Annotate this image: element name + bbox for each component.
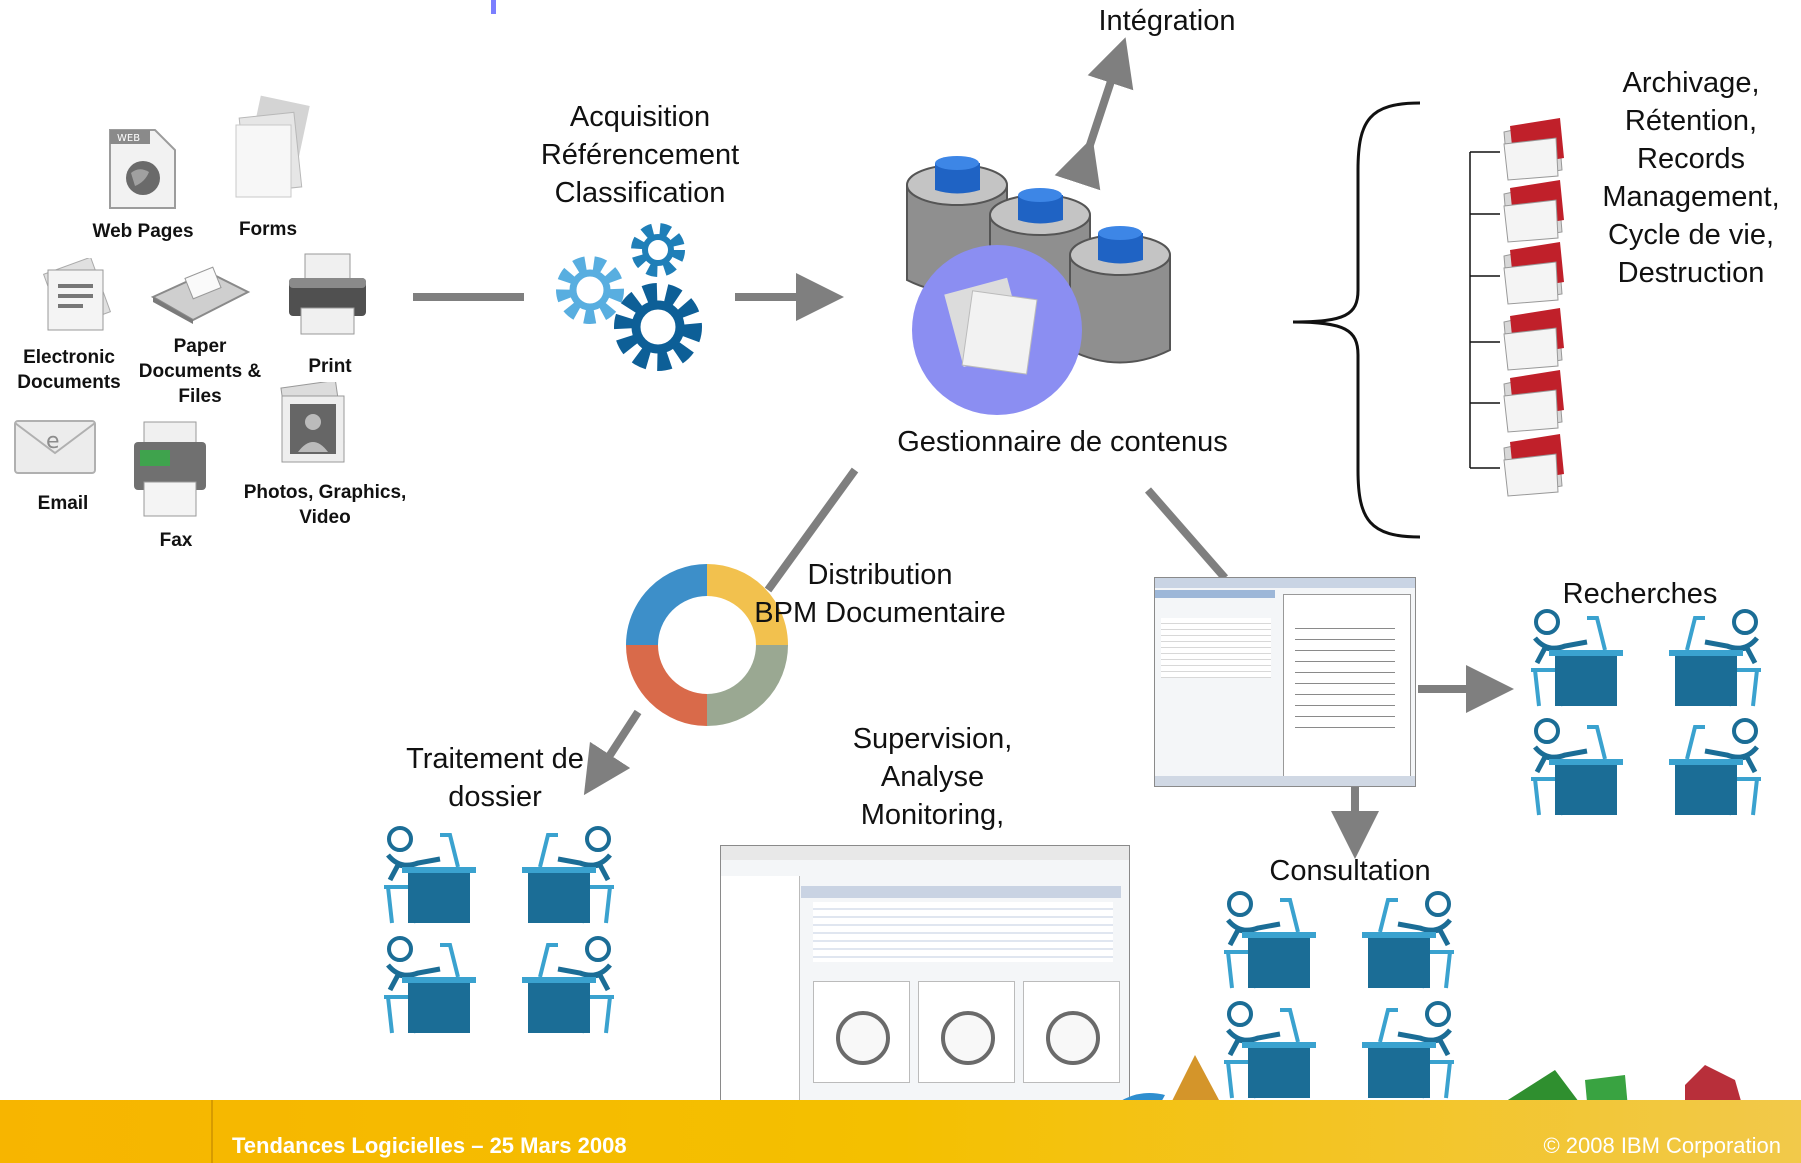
user-workstation-icon: [1669, 718, 1761, 816]
footer-separator: [211, 1100, 213, 1163]
user-workstation-icon: [1362, 1001, 1454, 1099]
archiving-line-4: Management,: [1602, 181, 1780, 213]
footer-event: Tendances Logicielles – 25 Mars 2008: [232, 1133, 627, 1158]
user-workstation-icon: [1669, 609, 1761, 707]
distribution-connector: [764, 467, 859, 593]
case-processing-line-2: dossier: [448, 781, 542, 813]
user-workstation-icon: [1362, 891, 1454, 989]
user-workstation-icon: [1531, 718, 1623, 816]
web-page-icon: WEB: [109, 129, 176, 209]
archiving-line-5: Cycle de vie,: [1607, 219, 1774, 251]
paper-documents-label: Paper Documents & Files: [125, 334, 275, 409]
integration-arrow: [1054, 37, 1134, 191]
consultation-connector: [1144, 487, 1229, 581]
electronic-documents-label: Electronic Documents: [0, 345, 138, 395]
photos-line-2: Video: [299, 507, 351, 528]
email-icon: e: [14, 420, 96, 474]
user-workstation-icon: [1531, 609, 1623, 707]
forms-label: Forms: [238, 219, 298, 240]
folder-tree: [1469, 151, 1500, 469]
printer-icon: [289, 253, 366, 335]
acquisition-label: Acquisition Référencement Classification: [510, 98, 770, 212]
acquisition-line-1: Acquisition: [569, 101, 711, 133]
user-workstation-icon: [1224, 1001, 1316, 1099]
svg-text:e: e: [46, 429, 60, 454]
consultation-label: Consultation: [1269, 855, 1431, 887]
web-pages-label: Web Pages: [92, 221, 194, 242]
distribution-line-2: BPM Documentaire: [754, 597, 1006, 629]
case-processing-line-1: Traitement de: [406, 743, 584, 775]
electronic-documents-line-2: Documents: [17, 372, 121, 393]
supervision-line-3: Monitoring,: [860, 799, 1005, 831]
forms-icon: [235, 95, 310, 198]
photos-icon: [280, 382, 345, 463]
email-label: Email: [37, 493, 89, 514]
fax-icon: [134, 421, 206, 517]
fax-label: Fax: [159, 530, 193, 551]
document-viewer-screenshot: [1154, 577, 1416, 787]
archiving-brace: [1292, 101, 1421, 539]
distribution-line-1: Distribution: [807, 559, 953, 591]
case-processing-arrow: [583, 709, 642, 796]
photos-line-1: Photos, Graphics,: [243, 482, 407, 503]
user-workstation-icon: [1224, 891, 1316, 989]
photos-label: Photos, Graphics, Video: [225, 480, 425, 530]
supervision-line-1: Supervision,: [852, 723, 1013, 755]
cycle-arrows-icon: [626, 564, 788, 726]
user-workstation-icon: [384, 826, 476, 924]
content-manager-label: Gestionnaire de contenus: [897, 426, 1228, 458]
footer-copyright: © 2008 IBM Corporation: [1543, 1133, 1781, 1158]
archiving-line-2: Rétention,: [1624, 105, 1758, 137]
electronic-documents-icon: [42, 258, 112, 331]
paper-documents-line-1: Paper: [173, 336, 227, 357]
svg-text:WEB: WEB: [117, 133, 140, 144]
supervision-label: Supervision, Analyse Monitoring,: [800, 720, 1065, 834]
gears-icon: [556, 223, 702, 371]
distribution-label: Distribution BPM Documentaire: [720, 556, 1040, 632]
folders-icon: [1503, 118, 1565, 497]
print-label: Print: [308, 356, 352, 377]
paper-documents-line-3: Files: [178, 386, 222, 407]
searches-label: Recherches: [1562, 578, 1718, 610]
integration-label: Intégration: [1098, 5, 1236, 37]
supervision-line-2: Analyse: [880, 761, 985, 793]
database-cluster-icon: [906, 156, 1171, 415]
paper-documents-line-2: Documents &: [138, 361, 262, 382]
user-workstation-icon: [384, 936, 476, 1034]
footer-bar: Tendances Logicielles – 25 Mars 2008 © 2…: [0, 1100, 1801, 1163]
user-workstation-icon: [522, 826, 614, 924]
archiving-label: Archivage, Rétention, Records Management…: [1584, 64, 1798, 292]
acquisition-line-2: Référencement: [540, 139, 740, 171]
archiving-line-6: Destruction: [1617, 257, 1765, 289]
electronic-documents-line-1: Electronic: [23, 347, 115, 368]
archiving-line-1: Archivage,: [1622, 67, 1760, 99]
case-processing-label: Traitement de dossier: [370, 740, 620, 816]
monitoring-dashboard-screenshot: [720, 845, 1130, 1117]
scanner-icon: [150, 266, 251, 324]
acquisition-line-3: Classification: [554, 177, 726, 209]
user-workstation-icon: [522, 936, 614, 1034]
archiving-line-3: Records: [1637, 143, 1745, 175]
